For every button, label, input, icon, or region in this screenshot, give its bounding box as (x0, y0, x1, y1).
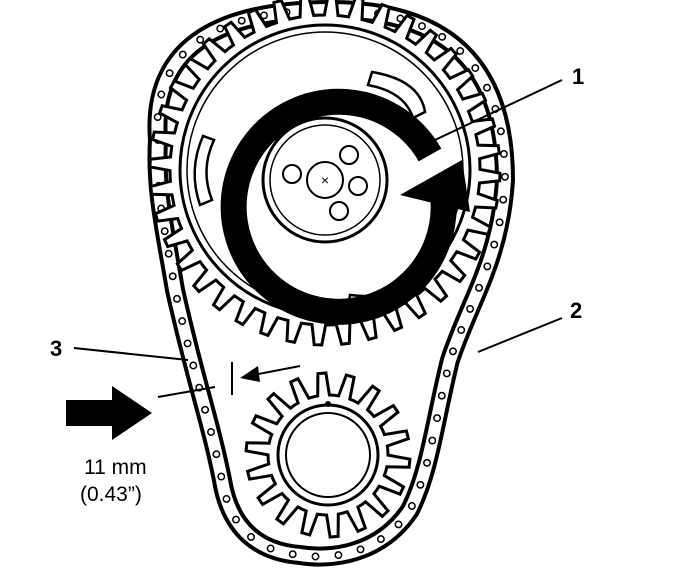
chain-pin (189, 361, 198, 370)
center-mark: × (321, 172, 329, 188)
bolt-hole (329, 201, 349, 221)
bolt-hole (339, 145, 359, 165)
camshaft-sprocket: × (148, 0, 502, 347)
callout-3: 3 (50, 336, 62, 361)
chain-pin (288, 550, 297, 559)
chain-pin (173, 294, 181, 303)
leader-line-1 (417, 79, 563, 149)
crankshaft-hub (276, 403, 380, 507)
chain-pin (475, 283, 483, 292)
chain-pin (407, 502, 416, 510)
chain-pin (232, 515, 240, 524)
camshaft-hub-inner (269, 124, 381, 236)
crankshaft-sprocket (244, 371, 412, 539)
chain-pin (311, 552, 320, 561)
chain-pin (237, 16, 246, 25)
chain-pin (217, 472, 226, 481)
measurement-imperial: (0.43”) (80, 483, 142, 506)
chain-pin (168, 272, 177, 281)
crankshaft-hub-inner (285, 412, 371, 498)
camshaft-center-bore (306, 161, 344, 199)
chain-pin (207, 428, 215, 436)
chain-pin (501, 172, 509, 181)
measurement-marks (157, 362, 301, 398)
chain-pin (165, 69, 174, 78)
chain-pin (449, 347, 457, 356)
chain-pin (247, 532, 255, 541)
chain-pin (196, 35, 205, 44)
chain-pin (334, 551, 343, 560)
chain-pin (201, 405, 210, 414)
chain-pin (178, 317, 187, 326)
chain-pin (266, 544, 275, 553)
chain-pin (457, 326, 466, 334)
chain-pin (471, 64, 480, 73)
chain-pin (416, 480, 425, 489)
chain-pin (183, 339, 192, 348)
chain-pin (394, 520, 403, 529)
chain-pin (160, 227, 169, 236)
chain-pin (438, 32, 447, 41)
chain-pin (423, 458, 431, 467)
chain-pin (483, 83, 491, 92)
chain-pin (437, 391, 446, 400)
chain-pin (442, 369, 451, 378)
timing-mark (325, 401, 331, 407)
chain-pin (490, 240, 499, 249)
chain-pin (466, 304, 475, 313)
chain-pin (164, 249, 173, 258)
chain-pin (356, 545, 365, 554)
chain-pin (428, 436, 437, 445)
chain-pin (178, 50, 187, 59)
chain-pin (496, 127, 505, 136)
chain-pin (499, 150, 508, 158)
sprocket-slot-left (193, 134, 216, 207)
chain-pin (216, 24, 225, 33)
chain-links (153, 6, 509, 561)
leader-line-2 (477, 317, 563, 353)
callout-2: 2 (570, 298, 582, 323)
chain-pin (483, 262, 492, 271)
chain-pin (499, 195, 508, 204)
leader-line-3 (73, 347, 189, 361)
chain-pin (157, 90, 166, 99)
chain-pin (212, 450, 221, 459)
chain-pin (418, 22, 426, 31)
pointer-arrow-icon (66, 386, 152, 440)
chain-pin (433, 414, 442, 423)
chain-pin (495, 218, 504, 227)
bolt-hole (348, 176, 368, 196)
measurement-metric: 11 mm (84, 456, 147, 479)
chain-pin (376, 535, 385, 544)
chain-pin (153, 113, 162, 122)
chain-pin (222, 494, 231, 503)
rotation-arrow-icon (220, 88, 470, 325)
callout-1: 1 (572, 64, 584, 89)
bolt-hole (282, 164, 302, 184)
measurement-arrowhead (240, 366, 260, 382)
chain-pin (456, 46, 465, 55)
sprocket-slot-top (366, 70, 427, 120)
